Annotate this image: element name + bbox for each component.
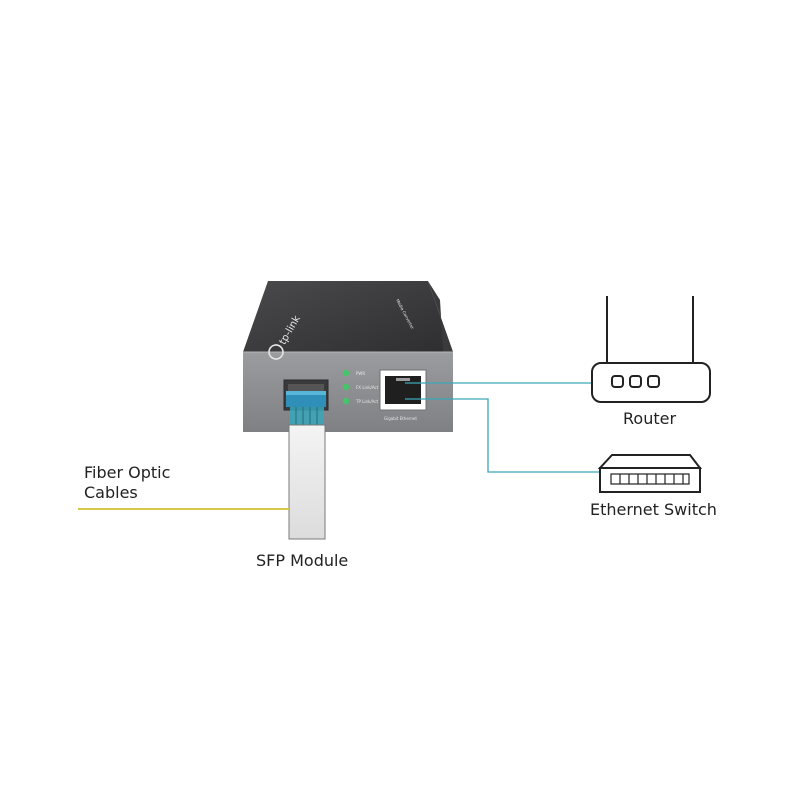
sfp-module <box>286 391 326 540</box>
led-indicators: PWR FX Link/Act TP Link/Act <box>342 369 379 405</box>
led-label-pwr: PWR <box>356 371 365 376</box>
ethernet-switch-icon <box>597 454 703 493</box>
label-router: Router <box>623 409 676 428</box>
router-icon <box>591 296 711 403</box>
connector-lines <box>405 382 600 473</box>
led-label-tp: TP Link/Act <box>355 399 379 404</box>
media-converter: tp-link Media Converter PWR FX Link/Act … <box>243 281 453 432</box>
sfp-body <box>288 424 326 540</box>
port-label: Gigabit Ethernet <box>384 416 417 421</box>
label-fiber-line1: Fiber Optic <box>84 463 170 482</box>
led-fx <box>342 383 350 391</box>
led-tp <box>342 397 350 405</box>
led-label-fx: FX Link/Act <box>356 385 379 390</box>
label-fiber-line2: Cables <box>84 483 138 502</box>
label-sfp-module: SFP Module <box>256 551 348 570</box>
rj45-port: Gigabit Ethernet <box>379 369 427 421</box>
device-top <box>243 281 453 352</box>
switch-connection <box>405 398 600 473</box>
led-pwr <box>342 369 350 377</box>
label-ethernet-switch: Ethernet Switch <box>590 500 717 519</box>
